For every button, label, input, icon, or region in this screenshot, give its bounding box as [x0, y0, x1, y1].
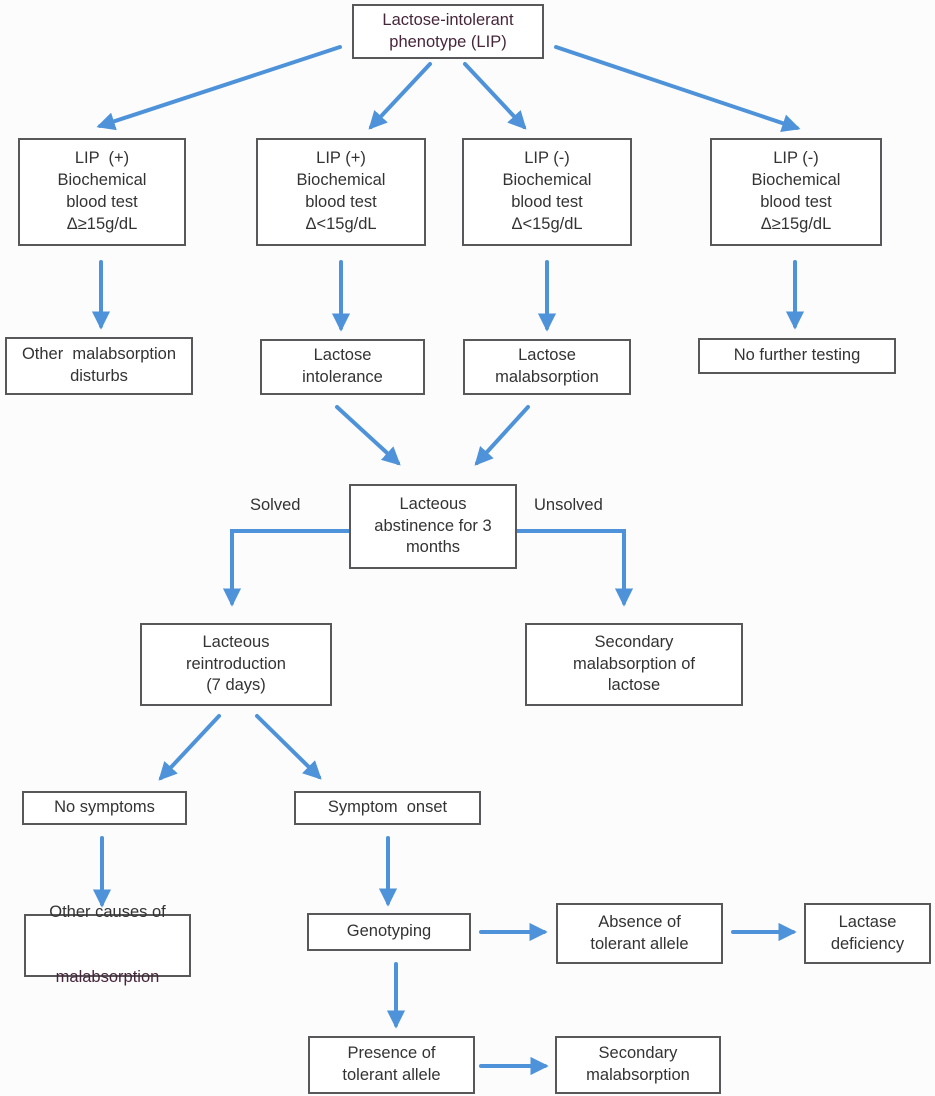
node-lacteous-reintroduction: Lacteous reintroduction (7 days): [140, 623, 332, 706]
arrow-abstinence-unsolved-to-secondary-malabsorption: [515, 529, 634, 607]
arrow-lip-to-lip-neg-low: [463, 62, 527, 130]
node-lip-positive-high-delta: LIP (+) Biochemical blood test Δ≥15g/dL: [18, 138, 186, 246]
edge-label-solved: Solved: [250, 496, 301, 514]
node-no-further-testing: No further testing: [698, 338, 896, 374]
node-absence-of-tolerant-allele: Absence of tolerant allele: [556, 903, 723, 964]
node-lip-negative-high-delta: LIP (-) Biochemical blood test Δ≥15g/dL: [710, 138, 882, 246]
node-secondary-malabsorption-of-lactose: Secondary malabsorption of lactose: [525, 623, 743, 706]
edge-label-unsolved: Unsolved: [534, 496, 603, 514]
node-lip-negative-low-delta: LIP (-) Biochemical blood test Δ<15g/dL: [462, 138, 632, 246]
other-causes-line1: Other causes of: [49, 902, 166, 921]
node-lactose-intolerant-phenotype: Lactose-intolerant phenotype (LIP): [352, 4, 544, 59]
node-lip-positive-low-delta: LIP (+) Biochemical blood test Δ<15g/dL: [256, 138, 426, 246]
node-other-malabsorption-disturbs: Other malabsorption disturbs: [5, 337, 193, 395]
arrow-reintroduction-to-symptom-onset: [255, 714, 322, 780]
arrow-lactose-malabsorption-to-abstinence: [474, 405, 530, 466]
node-lactase-deficiency: Lactase deficiency: [804, 903, 931, 964]
node-secondary-malabsorption: Secondary malabsorption: [555, 1036, 721, 1094]
arrow-lip-to-lip-pos-low: [368, 62, 432, 130]
arrow-lactose-intolerance-to-abstinence: [335, 405, 401, 466]
arrow-lip-to-lip-neg-high: [554, 45, 801, 133]
arrow-abstinence-solved-to-reintroduction: [222, 529, 351, 607]
node-lactose-intolerance: Lactose intolerance: [260, 339, 425, 395]
node-other-causes-of-malabsorption: Other causes of malabsorption: [24, 903, 191, 986]
node-lacteous-abstinence: Lacteous abstinence for 3 months: [349, 484, 517, 569]
other-causes-line2: malabsorption: [55, 968, 160, 987]
node-presence-of-tolerant-allele: Presence of tolerant allele: [308, 1036, 475, 1094]
arrow-reintroduction-to-no-symptoms: [158, 714, 221, 781]
node-no-symptoms: No symptoms: [22, 791, 187, 825]
node-genotyping: Genotyping: [307, 913, 471, 951]
node-symptom-onset: Symptom onset: [294, 791, 481, 825]
node-lactose-malabsorption: Lactose malabsorption: [463, 339, 631, 395]
arrow-lip-to-lip-pos-high: [96, 45, 342, 131]
